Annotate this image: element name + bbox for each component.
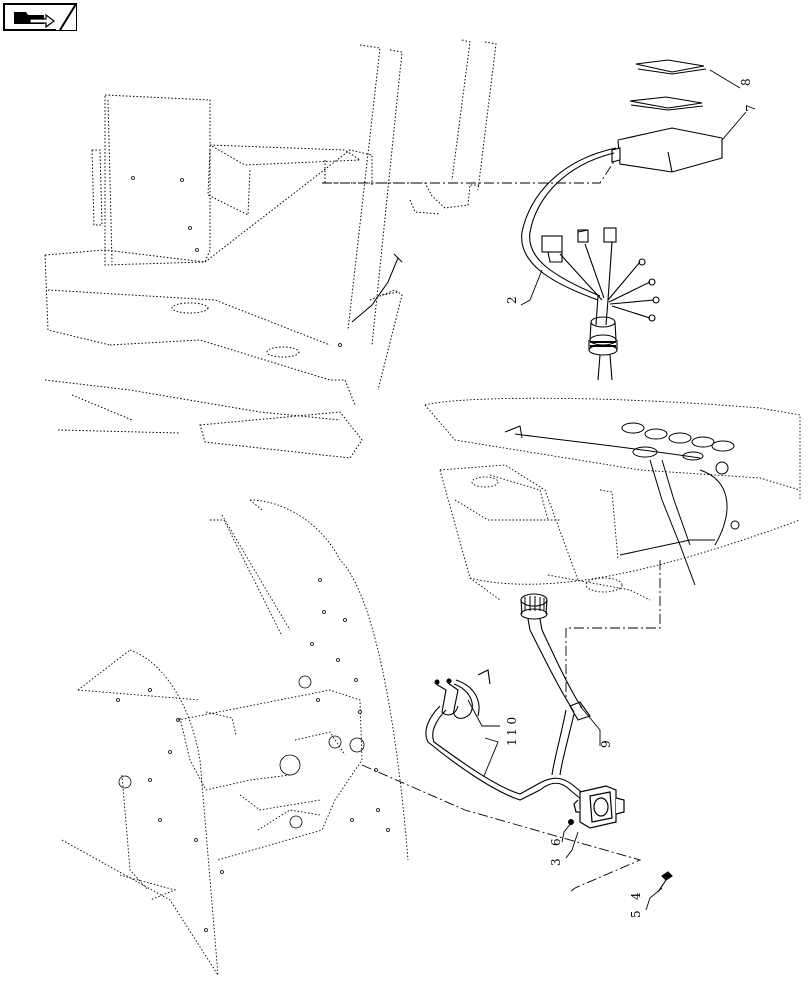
leader-lines <box>467 69 747 911</box>
callout-8: 8 <box>739 78 753 86</box>
dash-harness <box>504 425 740 586</box>
part-3-socket <box>573 785 625 829</box>
part-10-clips <box>434 669 491 719</box>
cab-cable <box>351 257 399 323</box>
chassis-plate <box>61 499 409 976</box>
part-7-module <box>611 127 723 173</box>
callout-2: 2 <box>505 296 519 304</box>
guide-line-9 <box>565 560 661 700</box>
callout-9: 9 <box>599 740 613 748</box>
part-9-knurl <box>524 596 545 611</box>
dash-panel <box>424 397 801 601</box>
harness-2-stripes <box>590 341 616 347</box>
part-1-cable <box>425 705 587 801</box>
chassis-holes <box>116 578 390 932</box>
nav-folder-button[interactable] <box>3 3 77 31</box>
part-8-pads <box>629 59 707 111</box>
cab-seat-assembly <box>44 39 497 459</box>
callout-labels: 8 7 2 1 0 1 9 6 3 4 5 <box>505 78 758 918</box>
callout-4: 4 <box>629 892 643 900</box>
panel-holes <box>131 176 342 347</box>
part-6-screw <box>568 819 574 825</box>
callout-1: 1 <box>505 738 519 746</box>
callout-7: 7 <box>744 104 758 112</box>
callout-5: 5 <box>629 910 643 918</box>
guide-line-7 <box>322 159 616 184</box>
guide-line-1 <box>361 764 642 893</box>
callout-6: 6 <box>549 838 563 846</box>
callout-3: 3 <box>549 858 563 866</box>
callout-10: 1 0 <box>505 717 519 736</box>
part-9-plug <box>520 593 591 776</box>
folder-arrow-icon <box>14 12 55 29</box>
